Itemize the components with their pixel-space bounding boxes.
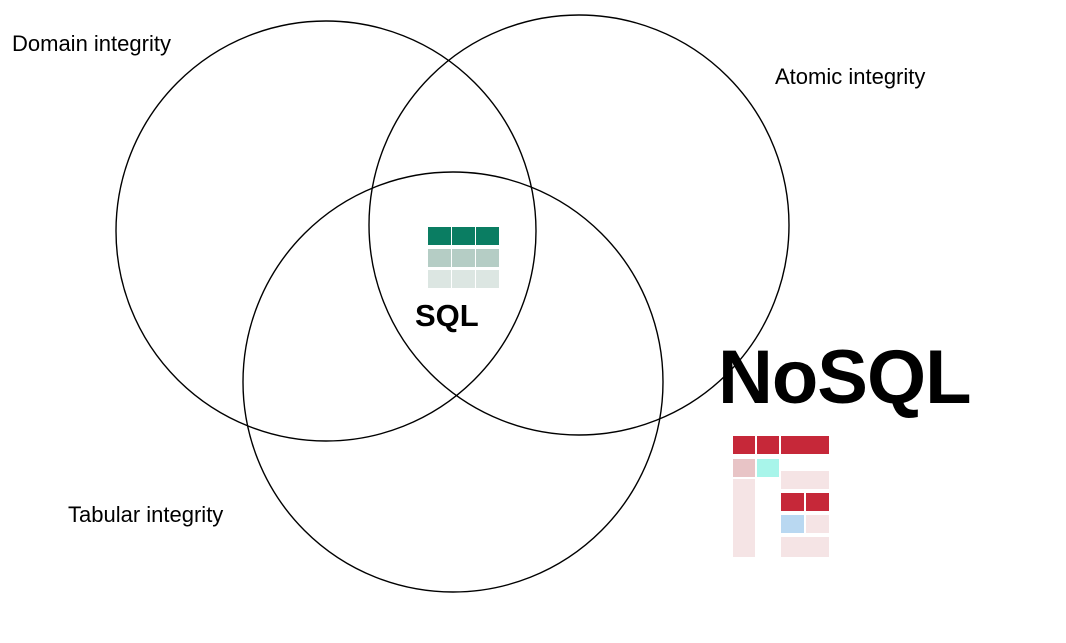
nosql-header-cell — [806, 493, 829, 511]
nosql-header-cell — [733, 436, 755, 454]
sql-row-cell — [452, 270, 475, 288]
nosql-table-icon — [733, 436, 829, 557]
sql-row-cell — [476, 270, 499, 288]
nosql-cell — [757, 459, 779, 477]
sql-label: SQL — [415, 298, 479, 333]
sql-row-cell — [452, 249, 475, 267]
nosql-header-cell — [757, 436, 779, 454]
sql-row-cell — [428, 249, 451, 267]
nosql-column — [733, 479, 755, 557]
nosql-cell — [806, 515, 829, 533]
domain-integrity-label: Domain integrity — [12, 31, 171, 56]
tabular-integrity-circle — [242, 171, 664, 593]
nosql-cell — [781, 537, 829, 557]
sql-row-cell — [476, 249, 499, 267]
sql-row-cell — [428, 270, 451, 288]
nosql-cell — [781, 515, 804, 533]
atomic-integrity-label: Atomic integrity — [775, 64, 926, 89]
nosql-cell — [733, 459, 755, 477]
domain-integrity-circle — [115, 20, 537, 442]
atomic-integrity-circle — [368, 14, 790, 436]
nosql-cell — [781, 471, 829, 489]
sql-table-icon — [428, 227, 499, 288]
nosql-header-cell — [781, 493, 804, 511]
sql-header-cell — [452, 227, 475, 245]
sql-header-cell — [476, 227, 499, 245]
nosql-header-cell — [781, 436, 829, 454]
sql-header-cell — [428, 227, 451, 245]
nosql-label: NoSQL — [718, 335, 972, 420]
tabular-integrity-label: Tabular integrity — [68, 502, 224, 527]
